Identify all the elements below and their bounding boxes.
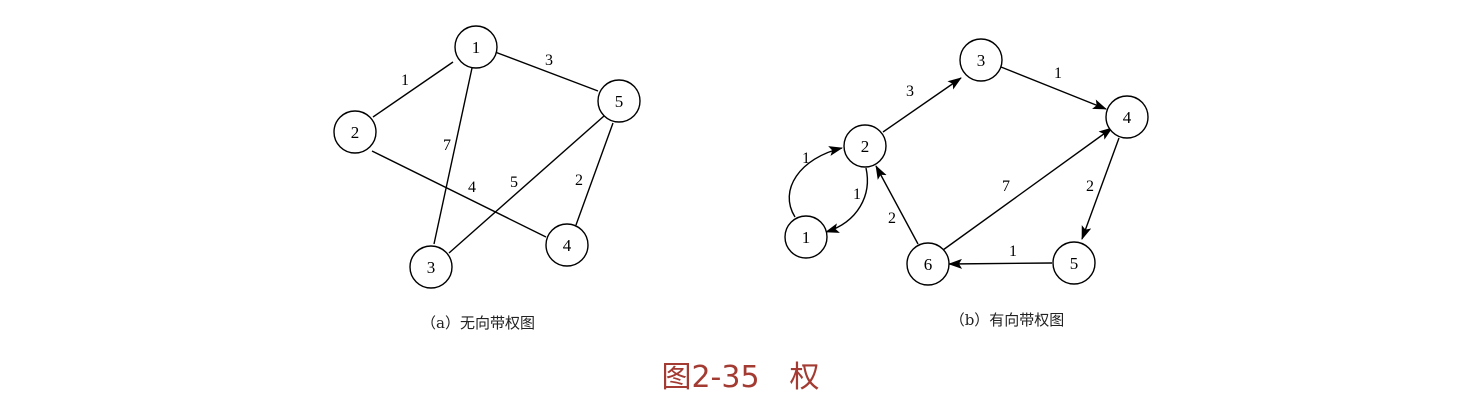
graph-b-node-6-label: 6 <box>924 255 933 274</box>
graph-a-node-1-label: 1 <box>472 38 481 57</box>
graph-a-node-1: 1 <box>454 25 498 69</box>
graph-b-weight-3-4: 1 <box>1054 65 1062 82</box>
graph-a-node-5-label: 5 <box>615 92 624 111</box>
graph-b-directed: 1 1 3 1 7 2 2 1 1 2 3 4 5 6 <box>784 38 1149 329</box>
graph-a-node-2: 2 <box>333 110 377 154</box>
graph-b-node-2-label: 2 <box>861 137 870 156</box>
graph-b-edge-2-3 <box>882 77 962 133</box>
graph-a-edge-1-2 <box>372 61 454 118</box>
graph-b-weight-6-4: 7 <box>1002 178 1010 195</box>
figure-caption: 图2-35 权 <box>661 360 820 395</box>
graph-b-edge-2-1 <box>825 167 868 233</box>
graph-a-node-3: 3 <box>409 245 453 289</box>
graph-a-node-4-label: 4 <box>563 236 572 255</box>
graph-b-node-1: 1 <box>784 215 828 259</box>
graph-a-undirected: 1 3 7 4 5 2 1 2 3 4 5 （a）无向带权图 <box>333 25 641 332</box>
graph-b-weight-5-6: 1 <box>1009 243 1017 260</box>
graph-b-edge-1-2 <box>788 146 843 218</box>
graph-a-node-5: 5 <box>597 79 641 123</box>
graph-a-node-3-label: 3 <box>427 258 436 277</box>
graph-b-edge-4-5 <box>1081 137 1120 240</box>
graph-b-node-4: 4 <box>1105 95 1149 139</box>
graph-a-weight-5-4: 2 <box>575 172 583 189</box>
graph-a-node-4: 4 <box>545 223 589 267</box>
graph-b-weight-2-3: 3 <box>906 83 914 100</box>
graph-a-edge-1-5 <box>494 51 599 92</box>
graph-a-edge-2-4 <box>371 150 547 238</box>
graph-a-edge-5-4 <box>575 122 614 226</box>
graph-a-node-2-label: 2 <box>351 123 360 142</box>
graph-b-edge-6-4 <box>942 127 1113 251</box>
graph-b-node-3: 3 <box>959 38 1003 82</box>
graph-b-node-6: 6 <box>906 242 950 286</box>
graph-a-weight-1-3: 7 <box>443 137 451 154</box>
graph-b-node-5-label: 5 <box>1070 254 1079 273</box>
graph-b-node-3-label: 3 <box>977 51 986 70</box>
graph-a-weight-2-4: 4 <box>468 179 476 196</box>
graph-b-node-2: 2 <box>843 124 887 168</box>
graph-b-caption: （b）有向带权图 <box>950 311 1065 329</box>
graph-b-weight-6-2: 2 <box>888 210 896 227</box>
graph-b-edge-3-4 <box>1000 66 1107 110</box>
graph-a-edge-1-3 <box>433 67 473 245</box>
graph-b-weight-1-2: 1 <box>802 150 810 167</box>
graph-b-node-5: 5 <box>1052 241 1096 285</box>
graph-a-weight-1-5: 3 <box>545 52 553 69</box>
graph-b-edge-6-2 <box>875 165 919 245</box>
graph-b-node-1-label: 1 <box>802 228 811 247</box>
graph-a-edge-5-3 <box>448 115 605 254</box>
graph-a-weight-5-3: 5 <box>510 174 518 191</box>
graph-b-node-4-label: 4 <box>1123 108 1132 127</box>
graph-a-caption: （a）无向带权图 <box>421 314 535 332</box>
graph-b-weight-2-1: 1 <box>853 186 861 203</box>
graph-b-weight-4-5: 2 <box>1086 178 1094 195</box>
graph-a-weight-1-2: 1 <box>401 72 409 89</box>
graph-b-edge-5-6 <box>948 258 1053 269</box>
